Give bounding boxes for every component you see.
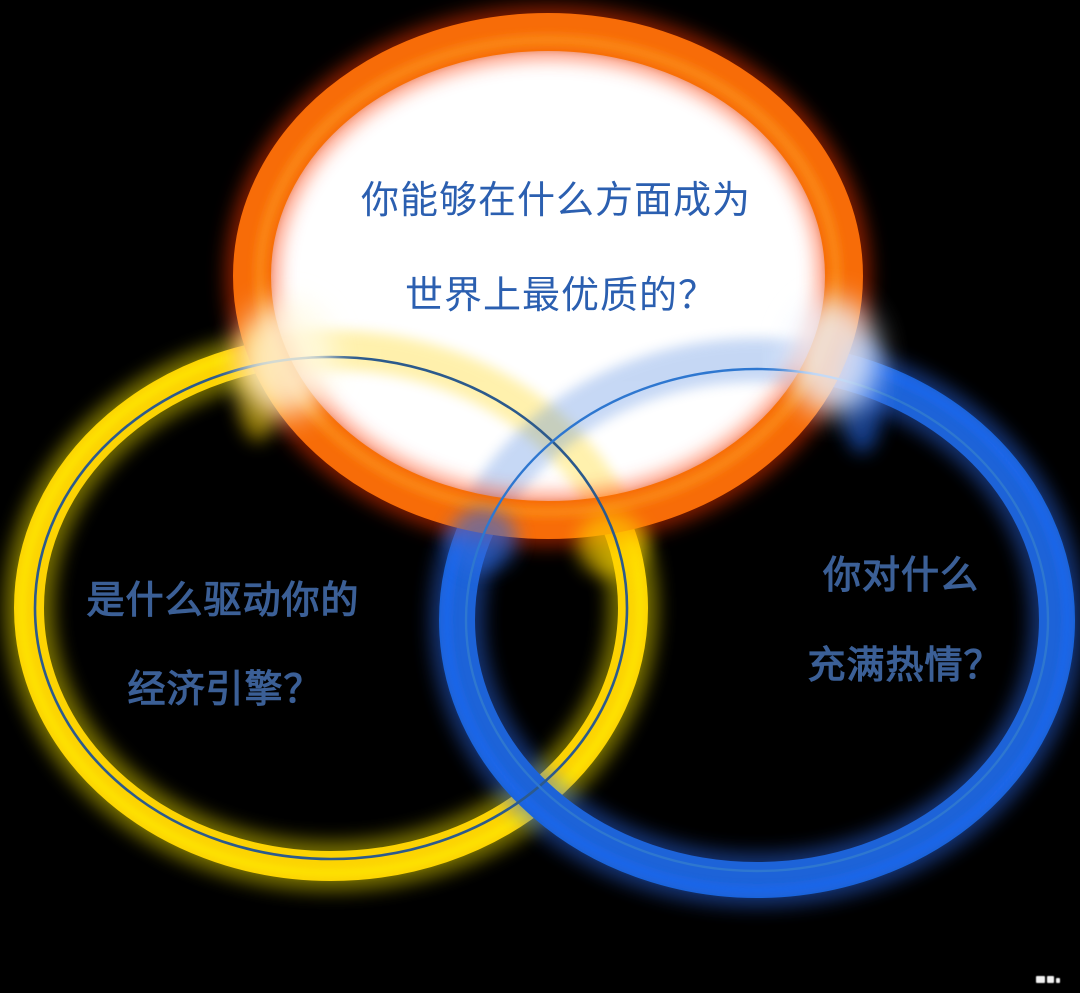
passion-circle-label: 你对什么 充满热情？ [807,555,1002,687]
white-intersection-glows [239,298,879,416]
economy-circle-label: 是什么驱动你的 经济引擎？ [86,580,359,711]
best-label-line-2: 世界上最优质的？ [405,275,717,317]
economy-label-line-1: 是什么驱动你的 [86,580,359,622]
best-label-line-1: 你能够在什么方面成为 [361,180,751,222]
best-circle-ring [225,5,871,547]
watermark [1036,975,1066,985]
best-circle-label: 你能够在什么方面成为 世界上最优质的？ [361,180,751,317]
passion-label-line-2: 充满热情？ [807,645,1002,687]
passion-label-line-1: 你对什么 [822,555,979,597]
best-circle-fill [263,43,833,509]
passion-circle-outline [464,367,1050,873]
economy-label-line-2: 经济引擎？ [127,669,322,711]
